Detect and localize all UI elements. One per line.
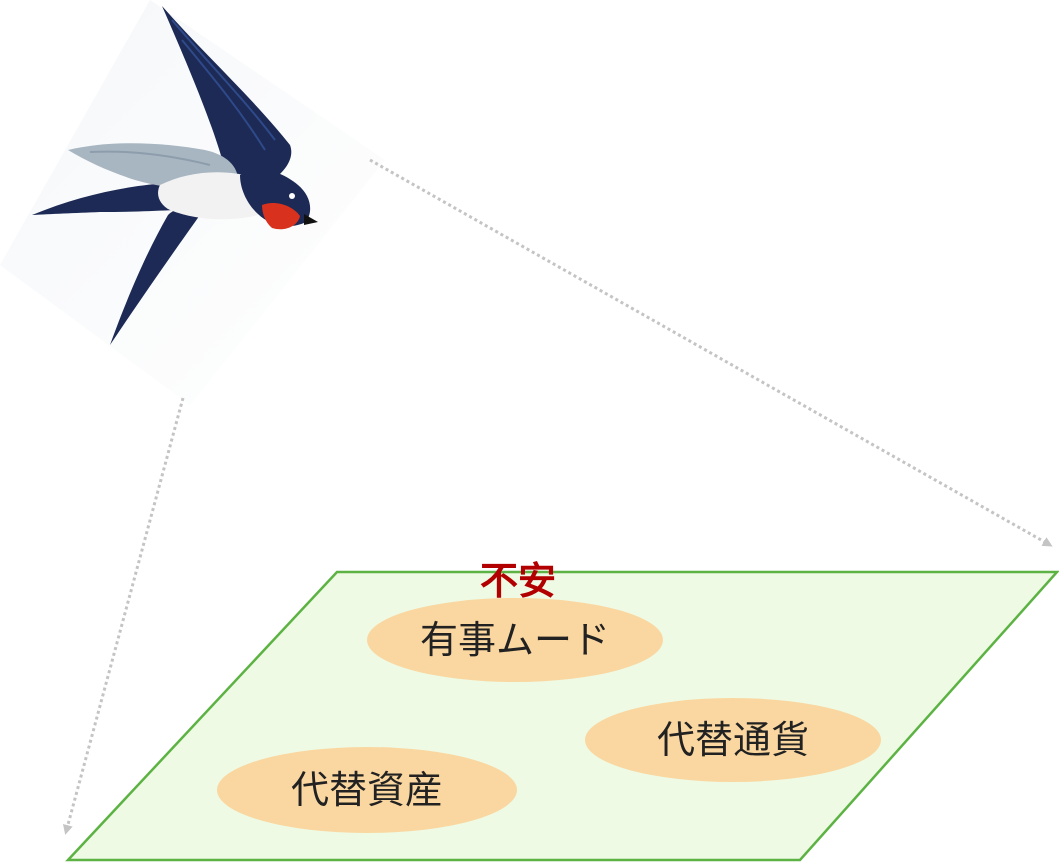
- bird-throat: [262, 203, 300, 230]
- bubble-label: 代替通貨: [657, 718, 809, 762]
- bubble-shape: [367, 598, 663, 682]
- bubble-yuji-mood: 有事ムード: [367, 598, 663, 682]
- bird-eye: [289, 193, 295, 199]
- bubble-label: 有事ムード: [420, 618, 610, 662]
- perspective-arrow-left: [62, 397, 185, 835]
- bubble-label: 代替資産: [291, 768, 443, 812]
- perspective-arrow-right: [369, 158, 1053, 547]
- bird-tail: [110, 207, 200, 345]
- bubble-shape: [585, 698, 881, 782]
- swallow-icon: [32, 6, 318, 345]
- bubble-alt-assets: 代替資産: [217, 747, 517, 833]
- diagram-heading: 不安: [480, 559, 556, 603]
- bubble-alt-currency: 代替通貨: [585, 698, 881, 782]
- bird-beak: [304, 214, 318, 225]
- bubble-shape: [217, 747, 517, 833]
